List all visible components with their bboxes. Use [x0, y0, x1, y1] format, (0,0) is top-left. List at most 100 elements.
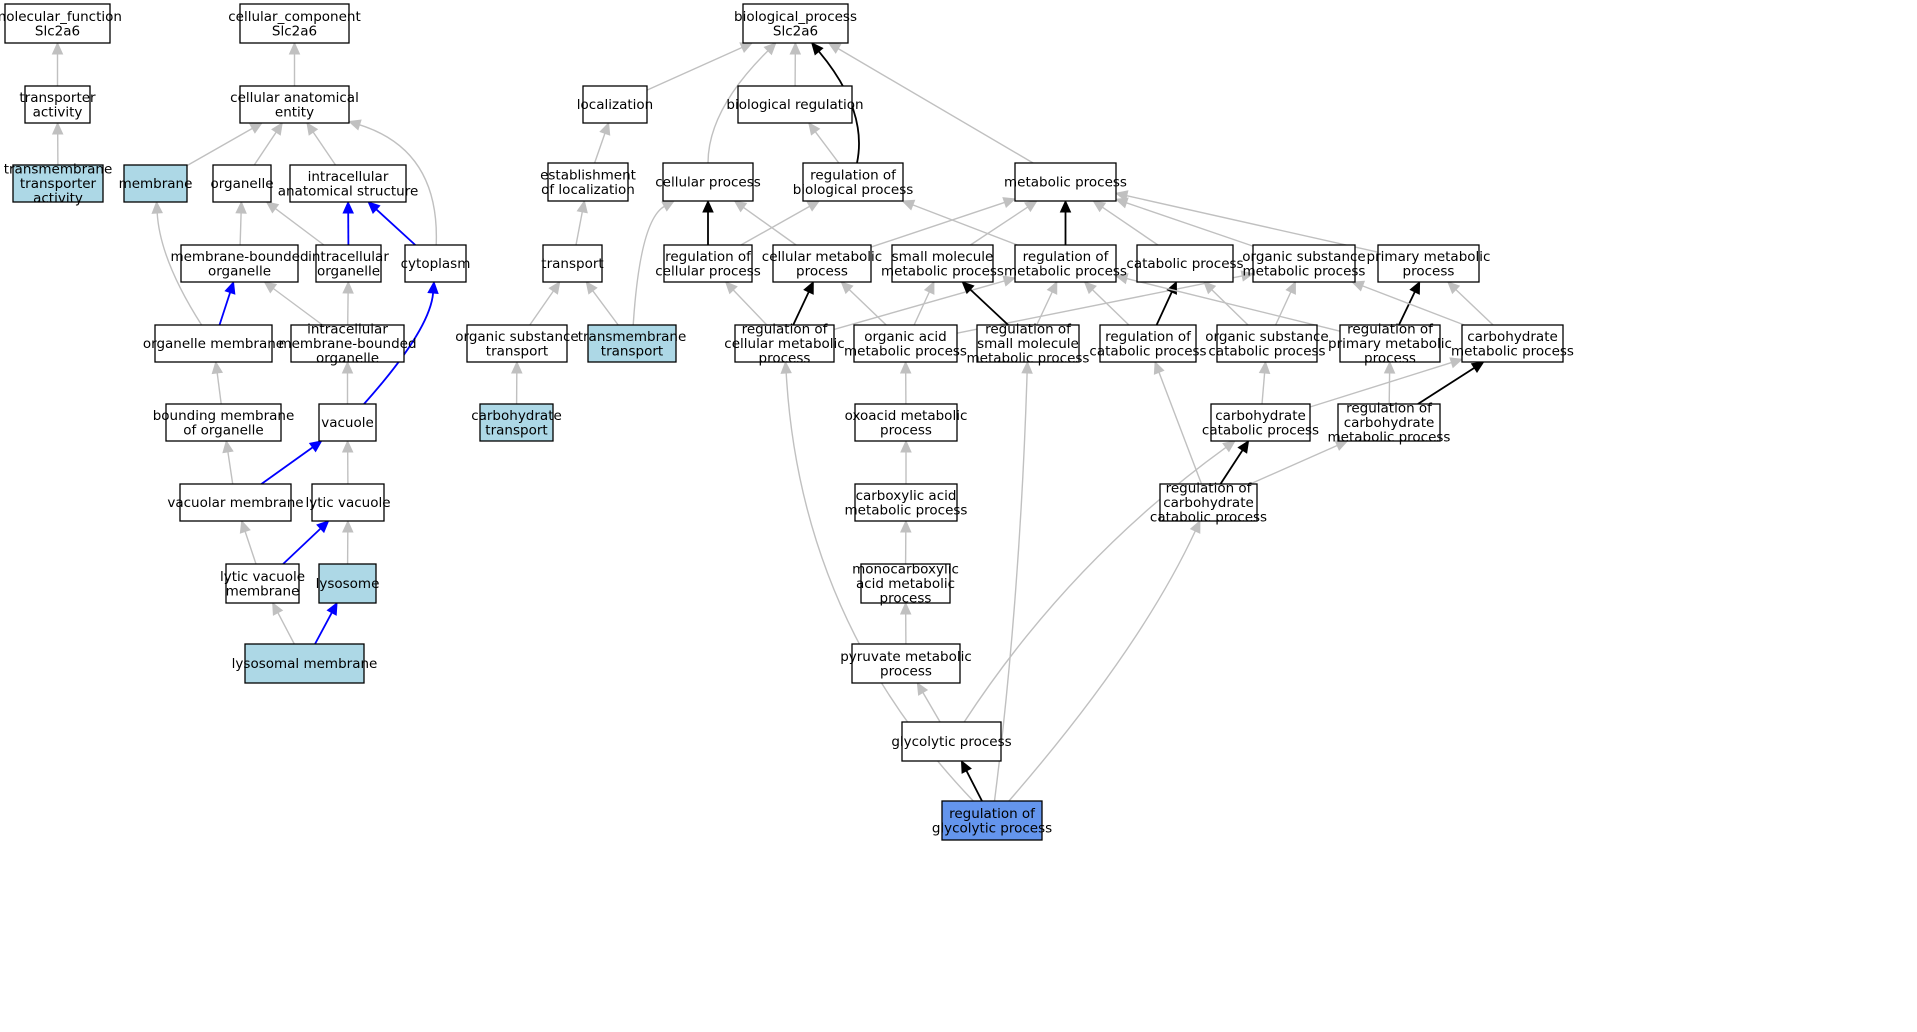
- go-term-node-loc[interactable]: localization: [577, 85, 653, 124]
- edge-line: [913, 291, 930, 326]
- node-label-line: regulation of: [742, 322, 829, 338]
- edge-chmp-to-pmp: [1447, 281, 1494, 326]
- node-label-line: catabolic process: [1202, 422, 1319, 438]
- edge-line: [743, 206, 797, 246]
- node-label-line: transmembrane: [578, 329, 687, 345]
- go-term-node-mem[interactable]: membrane: [119, 164, 193, 203]
- node-label-line: acid metabolic: [856, 576, 955, 592]
- go-term-node-cp[interactable]: cellular process: [655, 162, 761, 202]
- node-label-line: cellular anatomical: [230, 90, 359, 106]
- node-box: [772, 244, 872, 283]
- node-box: [239, 85, 350, 124]
- arrowhead: [341, 439, 354, 453]
- go-term-node-vac[interactable]: vacuole: [318, 403, 377, 442]
- node-label-line: intracellular: [308, 169, 389, 185]
- node-label-line: activity: [33, 104, 83, 120]
- node-label-line: transporter: [20, 176, 97, 192]
- go-term-node-vm[interactable]: vacuolar membrane: [167, 483, 304, 522]
- node-label-line: transport: [601, 343, 663, 359]
- edge-gp-to-pymp: [916, 681, 941, 723]
- node-label-line: activity: [33, 191, 83, 207]
- go-term-node-org[interactable]: organelle: [210, 164, 274, 203]
- edge-mcamp-to-camp: [900, 519, 912, 565]
- go-term-node-cyt[interactable]: cytoplasm: [401, 244, 471, 283]
- edge-mp-to-bp: [827, 42, 1034, 164]
- edge-ias-to-cae: [306, 121, 337, 166]
- node-label-line: metabolic process: [1004, 175, 1127, 191]
- go-term-node-mp[interactable]: metabolic process: [1004, 162, 1127, 202]
- edge-line: [186, 127, 253, 167]
- arrowhead: [1114, 273, 1129, 285]
- node-label-line: localization: [577, 97, 653, 113]
- node-label-line: process: [796, 263, 848, 279]
- edge-rsmmp-to-rmp: [1036, 280, 1058, 326]
- edge-line: [592, 290, 619, 326]
- arrowhead: [803, 280, 814, 295]
- go-term-node-lys[interactable]: lysosome: [316, 563, 380, 604]
- go-term-node-lv[interactable]: lytic vacuole: [305, 483, 391, 522]
- node-label-line: cellular metabolic: [724, 336, 844, 352]
- edge-rpmp-to-pmp: [1398, 280, 1421, 326]
- node-box: [854, 483, 958, 522]
- go-term-node-tr[interactable]: transport: [541, 244, 604, 283]
- go-term-node-lm[interactable]: lysosomal membrane: [232, 643, 378, 684]
- node-label-line: anatomical structure: [278, 183, 419, 199]
- node-label-line: metabolic process: [1451, 343, 1574, 359]
- edge-line: [1126, 277, 1341, 332]
- node-label-line: transport: [486, 343, 548, 359]
- edge-cae-to-cc: [288, 41, 301, 86]
- arrowhead: [661, 200, 676, 212]
- arrowhead: [1002, 275, 1017, 287]
- node-label-line: organelle: [208, 263, 271, 279]
- go-term-node-catp[interactable]: catabolic process: [1126, 244, 1244, 283]
- edge-line: [969, 288, 1009, 326]
- arrowhead: [224, 280, 236, 295]
- edge-chcp-to-oscp: [1258, 360, 1271, 405]
- node-label-line: organelle: [210, 176, 273, 192]
- go-term-node-br[interactable]: biological regulation: [726, 85, 864, 124]
- edge-line: [1309, 361, 1452, 408]
- edge-rcmp-to-cmp: [792, 280, 814, 326]
- go-term-node-gp[interactable]: glycolytic process: [891, 721, 1012, 762]
- go-term-node-om[interactable]: organelle membrane: [143, 324, 284, 363]
